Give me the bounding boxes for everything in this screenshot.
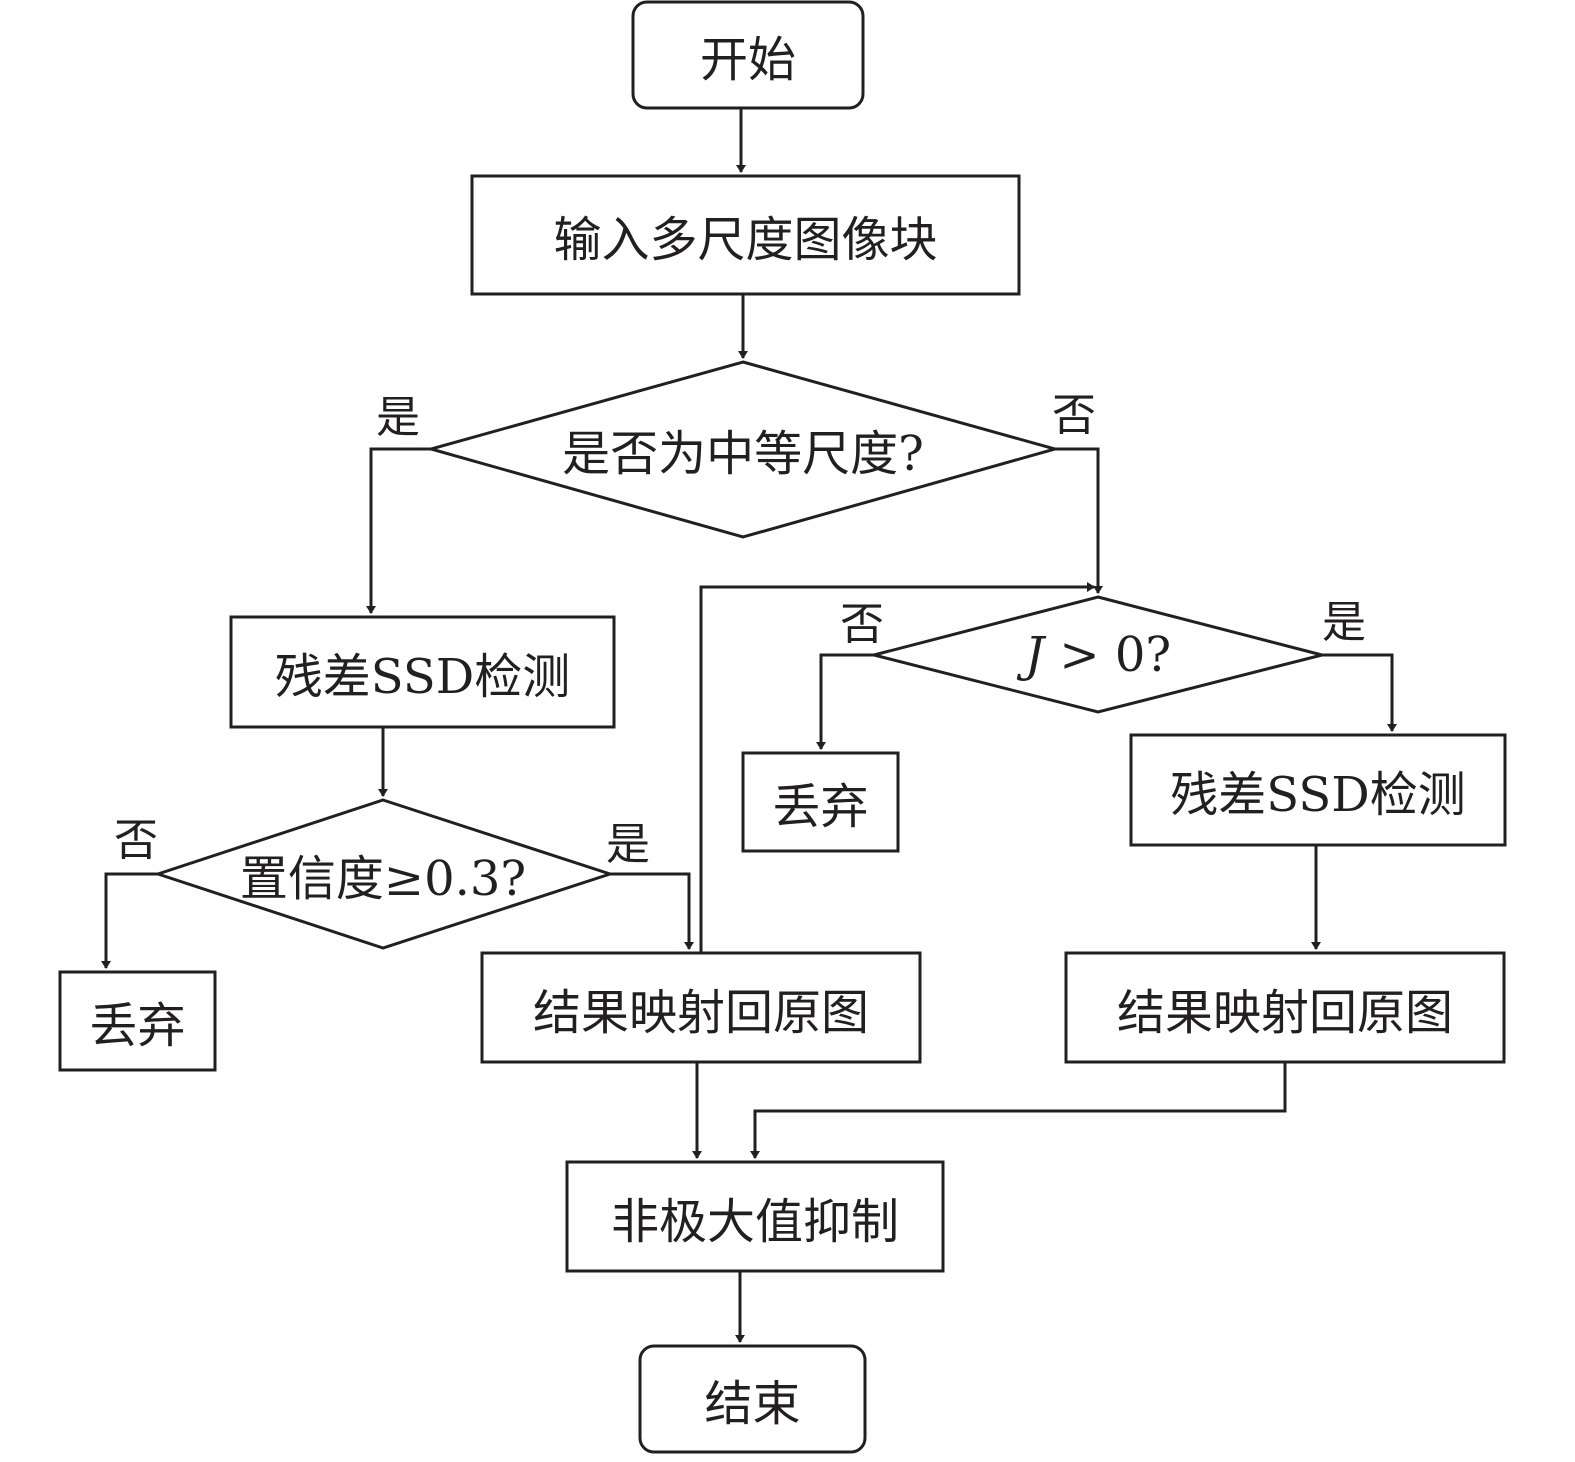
end-label: 结束: [704, 1376, 801, 1432]
edge-confidence-no: [101, 872, 158, 969]
nms-box: [565, 1160, 945, 1273]
discard-right-box: [741, 751, 900, 853]
confidence-no-label: 否: [114, 815, 158, 866]
ssd-right-box: [1129, 733, 1507, 847]
edge-confidence-yes: [610, 872, 694, 950]
j-condition-label: J > 0?: [940, 620, 1256, 690]
map-right-box: [1064, 951, 1506, 1064]
map-right-label: 结果映射回原图: [1116, 984, 1453, 1041]
j-condition-rest: > 0?: [1044, 627, 1172, 683]
edge-medium-no: [1055, 447, 1103, 594]
j-variable: J: [1024, 627, 1045, 683]
ssd-left-label: 残差SSD检测: [274, 649, 571, 705]
medium-no-label: 否: [1052, 390, 1096, 441]
ssd-right-label: 残差SSD检测: [1170, 767, 1466, 823]
edge-map-right-nms: [750, 1062, 1287, 1159]
edge-medium-yes: [366, 447, 431, 614]
start-terminal: [631, 0, 865, 110]
j-yes-label: 是: [1322, 597, 1366, 648]
edge-j-yes: [1322, 653, 1397, 732]
discard-left-label: 丢弃: [89, 998, 186, 1054]
j-no-label: 否: [840, 599, 884, 650]
start-label: 开始: [699, 32, 796, 88]
confidence-label: 置信度≥0.3?: [239, 851, 527, 907]
edge-j-no: [816, 653, 874, 750]
input-label: 输入多尺度图像块: [553, 212, 938, 268]
map-left-label: 结果映射回原图: [532, 984, 869, 1041]
medium-scale-decision: [425, 360, 1061, 539]
confidence-yes-label: 是: [606, 819, 650, 870]
discard-left-box: [58, 970, 217, 1072]
edge-map-left-loop: [699, 582, 1095, 953]
medium-scale-label: 是否为中等尺度?: [562, 426, 924, 482]
medium-yes-label: 是: [376, 392, 420, 443]
confidence-decision: [153, 798, 615, 950]
discard-right-label: 丢弃: [772, 779, 869, 835]
nms-label: 非极大值抑制: [610, 1193, 899, 1250]
end-terminal: [638, 1344, 867, 1454]
input-box: [470, 174, 1021, 296]
map-left-box: [480, 951, 922, 1064]
ssd-left-box: [229, 615, 616, 729]
j-decision: [873, 595, 1323, 714]
